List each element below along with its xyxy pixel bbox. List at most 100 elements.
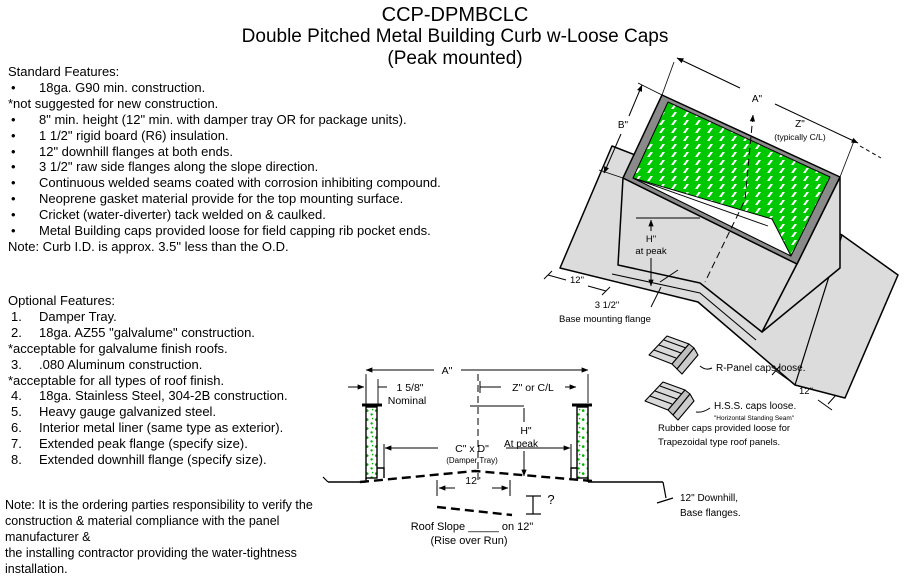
flange-left-tick — [322, 476, 329, 483]
dim-label-12: 12" — [465, 475, 481, 487]
cricket-ridge — [632, 177, 769, 227]
note-line: Note: It is the ordering parties respons… — [5, 498, 313, 512]
roof-slope-dashed — [436, 505, 513, 517]
rpanel-caps-label: R-Panel caps loose. — [716, 363, 806, 374]
wall-left-step — [377, 467, 385, 478]
rubber-caps-note: Trapezoidal type roof panels. — [658, 437, 780, 448]
dim-ext — [661, 61, 675, 96]
rubber-caps-note: Rubber caps provided loose for — [658, 423, 790, 434]
feature-text: 12" downhill flanges at both ends. — [39, 143, 233, 159]
number: 2. — [11, 324, 22, 340]
dim-label-z-sub: (typically C/L) — [774, 132, 826, 142]
dim-label-12-right: 12" — [799, 386, 813, 397]
roof-slope-caption: Roof Slope _____ on 12" — [411, 521, 534, 533]
feature-text: 1 1/2" rigid board (R6) insulation. — [39, 127, 229, 143]
bullet: • — [11, 79, 16, 95]
feature-line: 7.Extended peak flange (specify size). — [8, 436, 513, 452]
dim-ext — [637, 82, 663, 96]
dim-label-h-sub: at peak — [635, 246, 666, 257]
bullet: • — [11, 143, 16, 159]
feature-line: •1 1/2" rigid board (R6) insulation. — [8, 128, 513, 144]
number: 6. — [11, 420, 22, 436]
dim-line-12-left — [547, 274, 567, 281]
downhill-flange-bracket — [662, 481, 667, 499]
standard-features-heading: Standard Features: — [8, 64, 120, 79]
title-description: Double Pitched Metal Building Curb w-Loo… — [241, 26, 669, 47]
bullet: • — [11, 159, 16, 175]
feature-line: 3..080 Aluminum construction. — [8, 357, 513, 373]
dim-label-cd: C" x D" — [455, 443, 489, 455]
feature-line: • 12" downhill flanges at both ends. — [8, 144, 513, 160]
rpanel-cap-icon — [648, 335, 699, 375]
feature-text: Interior metal liner (same type as exter… — [39, 420, 284, 436]
dim-line-12-right — [817, 399, 833, 411]
feature-line: 1.Damper Tray. — [8, 309, 513, 325]
feature-text: Extended downhill flange (specify size). — [39, 452, 267, 468]
feature-text: 18ga. G90 min. construction. — [39, 79, 206, 95]
dim-label-a: A" — [442, 365, 453, 377]
dim-line-b — [628, 84, 643, 117]
optional-features-heading: Optional Features: — [8, 293, 115, 308]
leader-line — [650, 286, 662, 308]
roof-profile-dashed — [359, 469, 593, 484]
standard-features-list: Standard Features: • 18ga. G90 min. const… — [8, 64, 513, 255]
feature-text: 18ga. Stainless Steel, 304-2B constructi… — [39, 388, 288, 404]
rise-question-label: ? — [547, 492, 554, 507]
iso-view: A" Z" (typically C/L) B" H" at peak 12" … — [543, 57, 899, 411]
hss-caps-label: H.S.S. caps loose. — [714, 401, 796, 412]
dim-label-12-left: 12" — [570, 275, 584, 286]
responsibility-note: Note: It is the ordering parties respons… — [5, 497, 355, 577]
title-block: CCP-DPMBCLC Double Pitched Metal Buildin… — [0, 4, 910, 70]
wall-right-insulation — [576, 406, 589, 479]
feature-text: 8" min. height (12" min. with damper tra… — [39, 111, 407, 127]
technical-drawing: A" Z" (typically C/L) B" H" at peak 12" … — [322, 57, 899, 547]
feature-line: *not suggested for new construction. — [8, 96, 513, 112]
feature-text: Continuous welded seams coated with corr… — [39, 175, 441, 191]
dim-tick — [543, 270, 553, 280]
number: 3. — [11, 356, 22, 372]
downhill-flange-label: 12" Downhill, — [680, 493, 738, 504]
bullet: • — [11, 223, 16, 239]
feature-text: *acceptable for galvalume finish roofs. — [8, 340, 228, 356]
cross-section: A" 1 5/8" Nominal Z" or C/L H" At peak C… — [322, 365, 663, 547]
wall-left-insulation — [365, 406, 378, 479]
feature-text: Metal Building caps provided loose for f… — [39, 223, 431, 239]
feature-line: *acceptable for galvalume finish roofs. — [8, 341, 513, 357]
feature-line: *acceptable for all types of roof finish… — [8, 373, 513, 389]
number: 1. — [11, 308, 22, 324]
nominal-word-label: Nominal — [388, 395, 427, 407]
base-flange-edge — [611, 273, 757, 341]
feature-text: Note: Curb I.D. is approx. 3.5" less tha… — [8, 238, 289, 254]
dim-line-b — [603, 133, 622, 174]
feature-text: *acceptable for all types of roof finish… — [8, 372, 225, 388]
wall-right-step — [570, 467, 577, 478]
feature-text: Extended peak flange (specify size). — [39, 436, 248, 452]
dim-ref-tick — [659, 269, 679, 283]
optional-features-list: Optional Features: 1.Damper Tray. 2. 18ga… — [8, 293, 513, 468]
feature-text: Cricket (water-diverter) tack welded on … — [39, 207, 326, 223]
number: 5. — [11, 404, 22, 420]
feature-line: • Metal Building caps provided loose for … — [8, 223, 513, 239]
feature-line: 5. Heavy gauge galvanized steel. — [8, 404, 513, 420]
dim-ext-dashed — [859, 145, 882, 159]
dim-line-12-right — [775, 370, 791, 382]
dim-label-z: Z" or C/L — [512, 382, 554, 394]
note-line: construction & material compliance with … — [5, 514, 280, 544]
hss-cap-icon — [644, 381, 695, 421]
feature-text: 3 1/2" raw side flanges along the slope … — [39, 159, 319, 175]
downhill-flange-label: Base flanges. — [680, 508, 741, 519]
title-model: CCP-DPMBCLC — [381, 4, 529, 26]
centerline-dashed — [704, 114, 756, 283]
feature-line: •8" min. height (12" min. with damper tr… — [8, 112, 513, 128]
dim-label-z: Z" — [795, 119, 805, 130]
dim-tick — [601, 286, 611, 296]
bullet: • — [11, 175, 16, 191]
dim-label-h: H" — [646, 234, 656, 245]
feature-text: Heavy gauge galvanized steel. — [39, 404, 217, 420]
downhill-flange-tick — [656, 497, 674, 504]
feature-line: 8.Extended downhill flange (specify size… — [8, 452, 513, 468]
feature-note: Note: Curb I.D. is approx. 3.5" less tha… — [8, 239, 513, 255]
leader-line — [699, 365, 713, 370]
feature-line: •Cricket (water-diverter) tack welded on… — [8, 207, 513, 223]
title-mounting: (Peak mounted) — [387, 48, 523, 69]
